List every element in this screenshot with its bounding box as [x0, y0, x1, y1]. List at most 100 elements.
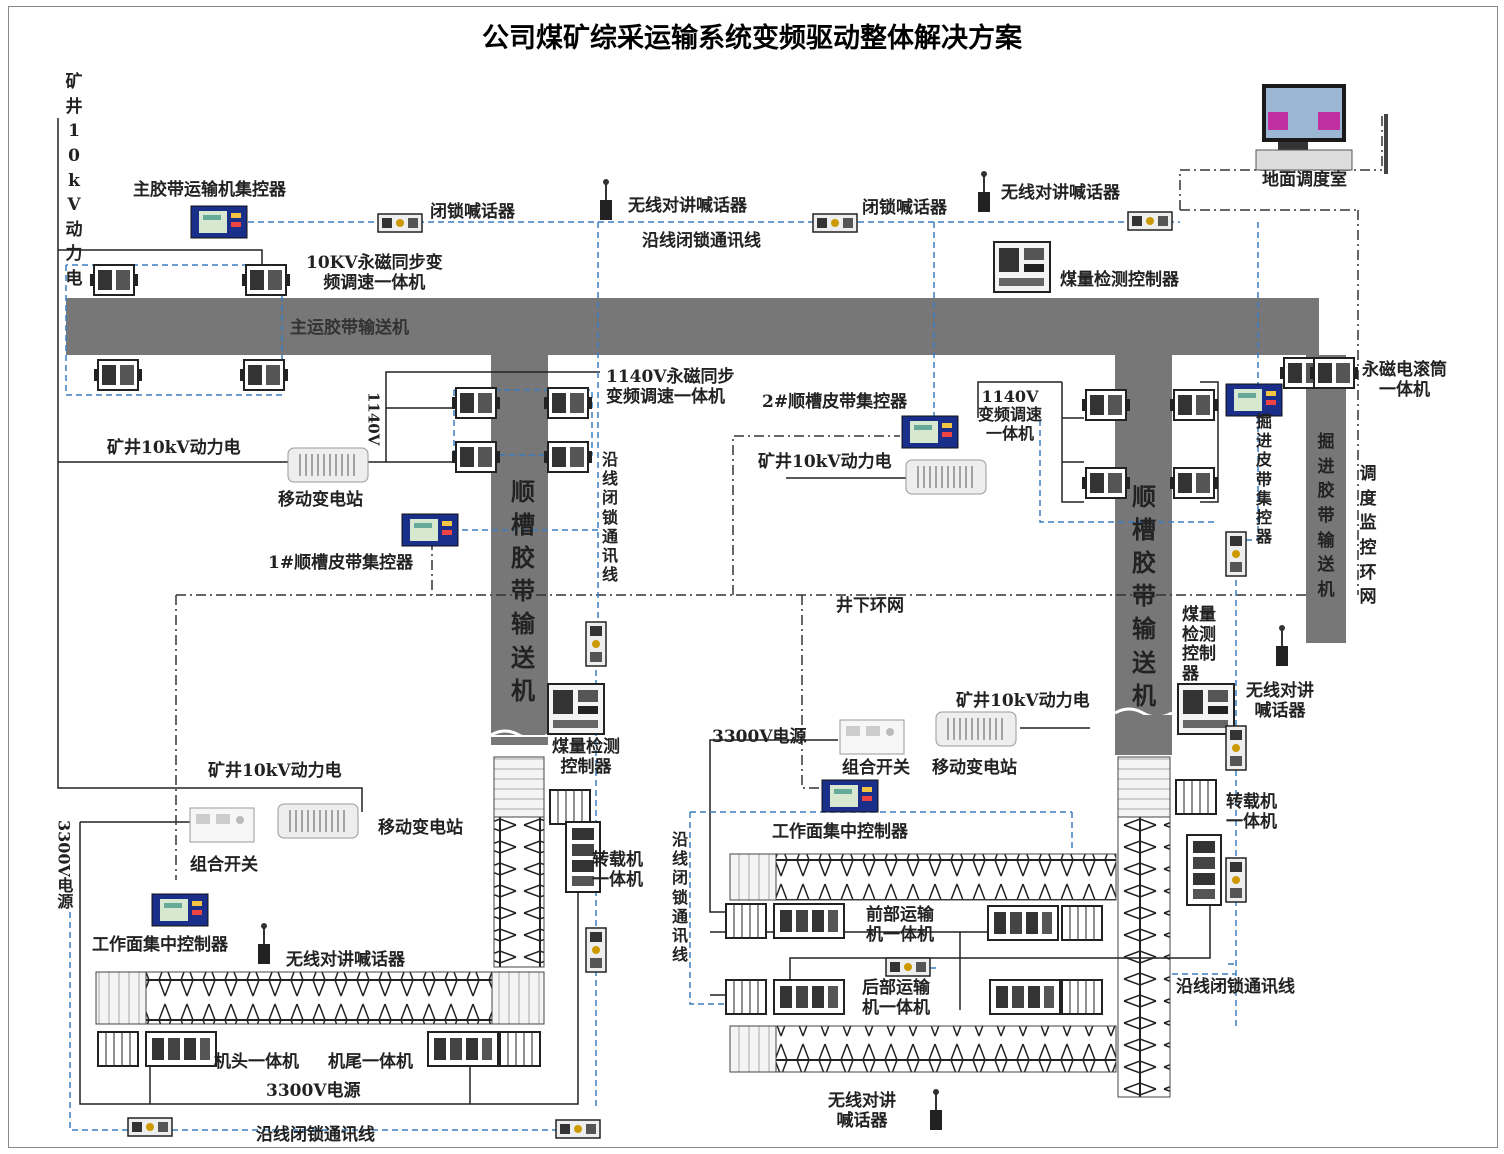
main-controller-icon — [191, 206, 247, 238]
radio-speaker-label: 无线对讲喊话器 — [1001, 184, 1120, 204]
rear-conveyor-label: 后部运输 机一体机 — [862, 979, 930, 1018]
controller-2-icon — [902, 416, 958, 448]
radio-speaker-label: 无线对讲喊话器 — [286, 951, 405, 971]
lock-speaker-icon — [813, 214, 857, 232]
mobile-substation-icon — [288, 448, 368, 482]
lock-speaker-icon — [128, 1118, 172, 1136]
transfer-motor-icon — [1176, 780, 1216, 814]
mobile-substation-label: 移动变电站 — [378, 819, 463, 839]
pm-drive-icon — [452, 388, 500, 418]
radio-speaker-icon — [930, 1089, 942, 1130]
comm-line-label: 沿线闭锁通讯线 — [1176, 978, 1295, 998]
rear-drive-icon — [990, 980, 1060, 1014]
pm-drum-icon — [1310, 358, 1358, 388]
left-transfer-rollers — [494, 757, 544, 817]
pm-drive-icon — [240, 360, 288, 390]
face-controller-icon — [822, 780, 878, 812]
lock-speaker-label: 闭锁喊话器 — [430, 203, 515, 223]
trough-conveyor-label: 顺槽胶带输送机 — [1128, 480, 1160, 712]
rear-face-rollers — [730, 1026, 776, 1072]
surface-room-label: 地面调度室 — [1262, 171, 1347, 191]
tunnel-conveyor-label: 掘进胶带输送机 — [1316, 430, 1336, 602]
front-face-rollers — [730, 854, 776, 900]
tail-motor-icon — [500, 1032, 540, 1066]
pm-drive-icon — [94, 360, 142, 390]
comm-line-label: 沿线闭锁通讯线 — [642, 232, 761, 252]
pm-drive-icon — [544, 442, 592, 472]
lock-speaker-icon — [886, 958, 930, 976]
vfd-drive-icon — [1170, 390, 1218, 420]
vfd-drive-icon — [1170, 468, 1218, 498]
mobile-substation-icon — [936, 712, 1016, 746]
main-controller-label: 主胶带运输机集控器 — [133, 181, 286, 201]
vfd-drive-icon — [1082, 468, 1130, 498]
comm-line-vertical-label: 沿线闭锁通讯线 — [670, 830, 690, 964]
combination-switch-label: 组合开关 — [842, 759, 910, 779]
radio-speaker-icon — [600, 179, 612, 220]
monitor-network-label: 调度监控环网 — [1358, 462, 1378, 610]
radio-speaker-label: 无线对讲 喊话器 — [828, 1092, 896, 1131]
comm-line-vertical-label: 沿线闭锁通讯线 — [600, 450, 620, 584]
vfd-1140-label: 1140V 变频调速 一体机 — [978, 388, 1042, 443]
coal-meter-label: 煤量检测控制器 — [1182, 606, 1222, 684]
coal-meter-icon — [994, 242, 1050, 292]
face-controller-icon — [152, 894, 208, 926]
tunnel-controller-label: 掘进皮带集控器 — [1254, 412, 1274, 546]
surface-monitor-icon — [1256, 84, 1352, 170]
right-transfer-rollers — [1118, 757, 1170, 817]
lock-speaker-icon — [1226, 858, 1246, 902]
right-trough-tail — [1115, 715, 1172, 755]
front-motor-icon — [726, 904, 766, 938]
radio-speaker-label: 无线对讲 喊话器 — [1246, 682, 1314, 721]
mobile-substation-label: 移动变电站 — [278, 491, 363, 511]
rear-motor-icon — [726, 980, 766, 1014]
lock-speaker-icon — [1128, 212, 1172, 230]
head-unit-label: 机头一体机 — [214, 1053, 299, 1073]
transfer-motor-icon — [550, 790, 590, 824]
voltage-3300-label: 3300V电源 — [712, 728, 807, 748]
front-drive-icon — [774, 904, 844, 938]
left-transfer-chain — [494, 817, 544, 967]
lock-speaker-icon — [1226, 532, 1246, 576]
main-conveyor-label: 主运胶带输送机 — [290, 319, 409, 339]
pm-drive-icon — [242, 265, 290, 295]
pm-1140-label: 1140V永磁同步 变频调速一体机 — [606, 368, 735, 407]
front-conveyor-label: 前部运输 机一体机 — [866, 906, 934, 945]
mobile-substation-icon — [906, 460, 986, 494]
power-mid-label: 矿井10kV动力电 — [758, 453, 892, 473]
surface-room-wall — [1384, 114, 1388, 174]
lock-speaker-icon — [556, 1120, 600, 1138]
combination-switch-label: 组合开关 — [190, 856, 258, 876]
power-label: 矿井10kV动力电 — [956, 692, 1090, 712]
lock-speaker-icon — [378, 214, 422, 232]
right-transfer-chain — [1118, 817, 1170, 1097]
controller-1-icon — [402, 514, 458, 546]
radio-speaker-icon — [258, 923, 270, 964]
mobile-substation-icon — [278, 804, 358, 838]
main-power-label: 矿井10kV动力电 — [64, 70, 84, 292]
voltage-1140-label: 1140V — [364, 392, 381, 445]
radio-speaker-icon — [978, 171, 990, 212]
front-face-chain — [776, 854, 1116, 900]
radio-speaker-label: 无线对讲喊话器 — [628, 197, 747, 217]
controller-2-label: 2#顺槽皮带集控器 — [762, 393, 907, 413]
voltage-3300-label: 3300V电源 — [54, 820, 72, 909]
controller-1-label: 1#顺槽皮带集控器 — [268, 554, 413, 574]
tail-unit-label: 机尾一体机 — [328, 1053, 413, 1073]
main-conveyor-belt — [66, 298, 1319, 355]
pm-drive-icon — [452, 442, 500, 472]
pm-10kv-label: 10KV永磁同步变 频调速一体机 — [306, 254, 443, 293]
power-left-label: 矿井10kV动力电 — [107, 439, 241, 459]
left-face-end-rollers — [96, 972, 146, 1024]
coal-meter-icon — [548, 684, 604, 734]
lock-speaker-icon — [586, 622, 606, 666]
coal-meter-label: 煤量检测 控制器 — [552, 738, 620, 777]
combination-switch-icon — [840, 720, 904, 754]
transfer-machine-label: 转载机 一体机 — [1226, 793, 1277, 832]
pm-drive-icon — [544, 388, 592, 418]
head-drive-icon — [146, 1032, 216, 1066]
mobile-substation-label: 移动变电站 — [932, 759, 1017, 779]
voltage-3300-label: 3300V电源 — [266, 1082, 361, 1102]
rear-face-chain — [776, 1026, 1116, 1072]
pm-drive-icon — [90, 265, 138, 295]
